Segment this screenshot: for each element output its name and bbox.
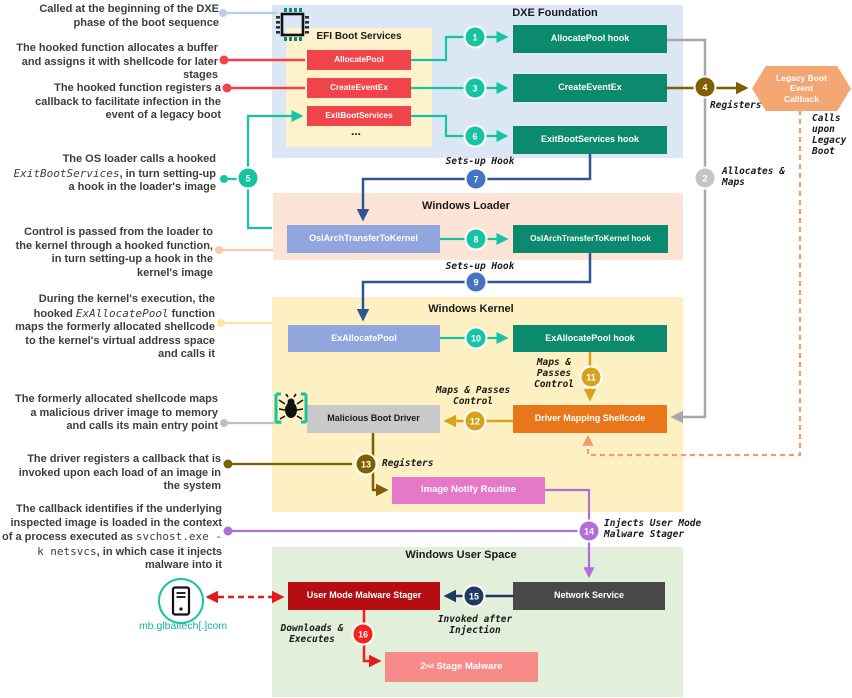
c2-domain-label: mb.glbaitech[.]com bbox=[138, 620, 228, 632]
step-badge-12: 12 bbox=[465, 411, 485, 431]
node-allocatepool-hook: AllocatePool hook bbox=[513, 25, 667, 53]
label-maps-passes-control-12: Maps & Passes Control bbox=[435, 385, 511, 407]
annotation-driver-registers: The driver registers a callback that is … bbox=[18, 453, 221, 492]
annotation-callback-identifies: The callback identifies if the underlyin… bbox=[0, 503, 222, 573]
step-badge-4: 4 bbox=[695, 77, 715, 97]
node-exallocatepool: ExAllocatePool bbox=[288, 325, 440, 352]
annotation-os-loader-code: ExitBootServices bbox=[13, 166, 120, 180]
step-badge-3: 3 bbox=[465, 78, 485, 98]
node-exitbootservices: ExitBootServices bbox=[307, 106, 411, 126]
label-injects-user-mode: Injects User Mode Malware Stager bbox=[604, 518, 702, 540]
annotation-kernel-execution-code: ExAllocatePool bbox=[75, 306, 169, 320]
node-createeventex: CreateEventEx bbox=[307, 78, 411, 98]
step-badge-10: 10 bbox=[466, 328, 486, 348]
windows-kernel-title: Windows Kernel bbox=[428, 303, 514, 315]
annotation-os-loader-post: , in turn setting-up a hook in the loade… bbox=[68, 167, 217, 194]
stage2-rest: Stage Malware bbox=[433, 660, 503, 672]
node-createeventex-hook: CreateEventEx bbox=[513, 74, 667, 102]
label-registers-4: Registers bbox=[710, 100, 762, 111]
step-badge-16: 16 bbox=[353, 624, 373, 644]
annotation-os-loader: The OS loader calls a hooked ExitBootSer… bbox=[10, 153, 216, 195]
label-registers-13: Registers bbox=[382, 458, 434, 469]
windows-user-space-title: Windows User Space bbox=[405, 549, 517, 561]
c2-server-icon bbox=[158, 578, 204, 624]
annotation-shellcode-maps-driver: The formerly allocated shellcode maps a … bbox=[15, 393, 218, 432]
step-badge-6: 6 bbox=[465, 126, 485, 146]
node-oslarchtransfertokernel: OslArchTransferToKernel bbox=[287, 225, 440, 253]
step-badge-5: 5 bbox=[238, 168, 258, 188]
annotation-callback-identifies-code: svchost.exe -k netsvcs bbox=[37, 530, 222, 558]
label-downloads-executes: Downloads & Executes bbox=[280, 623, 344, 645]
annotation-registers-callback: The hooked function registers a callback… bbox=[35, 82, 221, 121]
label-sets-up-hook-7: Sets-up Hook bbox=[445, 156, 515, 167]
node-user-mode-malware-stager: User Mode Malware Stager bbox=[288, 582, 440, 610]
stage2-number: 2 bbox=[420, 660, 426, 672]
step-badge-8: 8 bbox=[466, 229, 486, 249]
node-network-service: Network Service bbox=[513, 582, 665, 610]
step-badge-7: 7 bbox=[466, 169, 486, 189]
annotation-kernel-execution-post: function maps the formerly allocated she… bbox=[15, 307, 215, 361]
step-badge-9: 9 bbox=[466, 272, 486, 292]
efi-boot-services-title: EFI Boot Services bbox=[316, 31, 402, 42]
label-calls-upon-legacy-boot: Calls upon Legacy Boot bbox=[812, 113, 847, 157]
server-glyph bbox=[171, 586, 191, 616]
step-badge-11: 11 bbox=[581, 367, 601, 387]
annotation-dxe-phase: Called at the beginning of the DXE phase… bbox=[39, 3, 219, 29]
label-maps-passes-control-11: Maps & Passes Control bbox=[533, 357, 575, 390]
step-badge-13: 13 bbox=[356, 454, 376, 474]
dxe-foundation-title: DXE Foundation bbox=[512, 7, 598, 19]
node-legacy-boot-event-callback: Legacy Boot Event Callback bbox=[752, 66, 851, 111]
step-badge-14: 14 bbox=[579, 521, 599, 541]
efi-ellipsis: ... bbox=[350, 124, 361, 138]
node-exitbootservices-hook: ExitBootServices hook bbox=[513, 126, 667, 154]
node-malicious-boot-driver: Malicious Boot Driver bbox=[307, 405, 440, 433]
annotation-callback-identifies-post: , in which case it injects malware into … bbox=[96, 545, 222, 572]
label-invoked-after-injection: Invoked after Injection bbox=[437, 614, 513, 636]
annotation-kernel-execution-pre: During the kernel's execution, the hooke… bbox=[33, 293, 215, 320]
label-sets-up-hook-9: Sets-up Hook bbox=[445, 261, 515, 272]
step-badge-15: 15 bbox=[464, 586, 484, 606]
annotation-control-passed: Control is passed from the loader to the… bbox=[15, 226, 213, 279]
node-exallocatepool-hook: ExAllocatePool hook bbox=[513, 325, 667, 352]
node-oslarchtransfertokernel-hook: OslArchTransferToKernel hook bbox=[513, 225, 668, 253]
label-allocates-maps: Allocates & Maps bbox=[722, 166, 785, 188]
bug-icon bbox=[273, 392, 309, 424]
step-badge-2: 2 bbox=[695, 168, 715, 188]
step-badge-1: 1 bbox=[465, 27, 485, 47]
chip-icon bbox=[272, 4, 312, 44]
annotation-kernel-execution: During the kernel's execution, the hooke… bbox=[3, 293, 215, 362]
annotation-os-loader-pre: The OS loader calls a hooked bbox=[62, 153, 216, 165]
windows-loader-title: Windows Loader bbox=[422, 200, 510, 212]
node-image-notify-routine: Image Notify Routine bbox=[392, 477, 545, 504]
annotation-callback-identifies-pre: The callback identifies if the underlyin… bbox=[2, 503, 222, 543]
node-allocatepool: AllocatePool bbox=[307, 50, 411, 70]
node-driver-mapping-shellcode: Driver Mapping Shellcode bbox=[513, 405, 667, 433]
stage2-sup: nd bbox=[425, 663, 434, 671]
annotation-allocates-buffer: The hooked function allocates a buffer a… bbox=[16, 42, 218, 81]
